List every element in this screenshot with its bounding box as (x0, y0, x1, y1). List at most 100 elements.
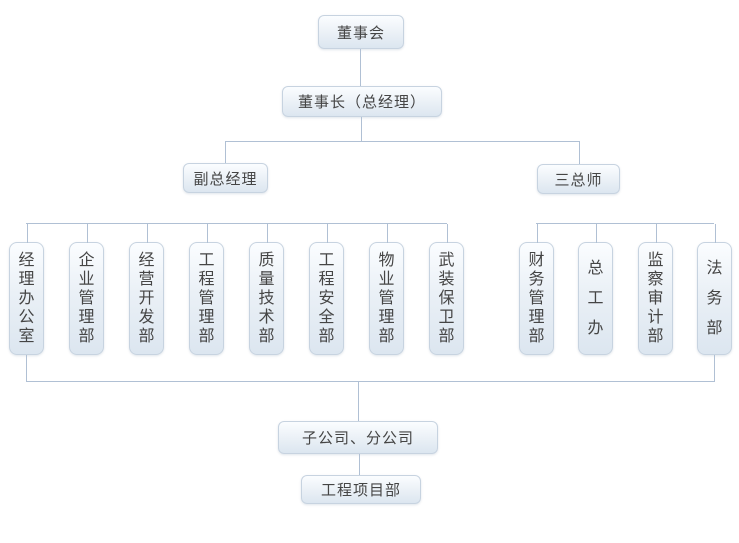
dept-label-char: 量 (258, 270, 275, 288)
dept-label-char: 务 (706, 289, 723, 307)
dept-label-char: 部 (318, 327, 335, 345)
dept-box: 工程管理部 (189, 224, 224, 355)
dept-label-char: 术 (258, 308, 275, 326)
node-chief-engineers-label: 三总师 (554, 171, 603, 189)
dept-label-char: 管 (528, 289, 545, 307)
dept-label-char: 管 (78, 289, 95, 307)
node-project-dept: 工程项目部 (301, 475, 421, 504)
connector-line (579, 141, 580, 164)
dept-label-char: 经 (138, 251, 155, 269)
connector-line (225, 141, 226, 163)
dept-label-char: 武 (438, 251, 455, 269)
dept-label-char: 财 (528, 251, 545, 269)
connector-line (207, 224, 208, 243)
dept-label-char: 工 (318, 251, 335, 269)
dept-label-char: 察 (647, 270, 664, 288)
dept-label-char: 公 (18, 308, 35, 326)
dept-label-char: 理 (528, 308, 545, 326)
dept-label-char: 业 (78, 270, 95, 288)
node-project-dept-label: 工程项目部 (320, 482, 401, 499)
dept-box: 物业管理部 (369, 224, 404, 355)
dept-label-char: 办 (18, 289, 35, 307)
connector-line (26, 355, 27, 382)
dept-label-char: 物 (378, 251, 395, 269)
dept-label-char: 企 (78, 251, 95, 269)
dept-label-char: 理 (78, 308, 95, 326)
dept-label-char: 管 (378, 289, 395, 307)
connector-line (387, 224, 388, 243)
dept-box: 法务部 (697, 224, 732, 355)
dept-label-char: 卫 (438, 308, 455, 326)
connector-line (27, 224, 28, 243)
dept-label-char: 经 (18, 251, 35, 269)
dept-label-char: 部 (258, 327, 275, 345)
dept-label-char: 理 (378, 308, 395, 326)
connector-line (327, 224, 328, 243)
node-board-label: 董事会 (336, 24, 385, 42)
dept-box: 监察审计部 (638, 224, 673, 355)
node-deputy-gm-label: 副总经理 (193, 170, 258, 188)
connector-line (147, 224, 148, 243)
dept-label-char: 安 (318, 289, 335, 307)
dept-label-char: 发 (138, 308, 155, 326)
dept-label-char: 监 (647, 251, 664, 269)
dept-label-char: 业 (378, 270, 395, 288)
dept-box: 工程安全部 (309, 224, 344, 355)
connector-line (87, 224, 88, 243)
connector-line (361, 117, 362, 141)
dept-label-char: 工 (587, 289, 604, 307)
connector-line (225, 141, 580, 142)
dept-label-char: 计 (647, 308, 664, 326)
dept-label-char: 全 (318, 308, 335, 326)
dept-box: 经营开发部 (129, 224, 164, 355)
node-subsidiaries: 子公司、分公司 (278, 421, 438, 454)
node-deputy-gm: 副总经理 (183, 163, 268, 193)
dept-box: 武装保卫部 (429, 224, 464, 355)
connector-line (358, 381, 359, 421)
connector-line (714, 355, 715, 382)
connector-line (360, 49, 361, 86)
node-board: 董事会 (318, 15, 404, 49)
dept-label-char: 理 (18, 270, 35, 288)
connector-line (447, 224, 448, 243)
dept-label-char: 质 (258, 251, 275, 269)
dept-label-char: 工 (198, 251, 215, 269)
dept-label-char: 部 (138, 327, 155, 345)
dept-label-char: 程 (318, 270, 335, 288)
dept-label-char: 营 (138, 270, 155, 288)
dept-label-char: 部 (647, 327, 664, 345)
dept-label-char: 开 (138, 289, 155, 307)
node-chief-engineers: 三总师 (537, 164, 620, 194)
dept-label-char: 室 (18, 327, 35, 345)
connector-line (715, 224, 716, 243)
dept-label-char: 务 (528, 270, 545, 288)
dept-label-char: 理 (198, 308, 215, 326)
connector-line (26, 381, 715, 382)
connector-line (267, 224, 268, 243)
dept-label-char: 保 (438, 289, 455, 307)
dept-box: 财务管理部 (519, 224, 554, 355)
dept-label-char: 审 (647, 289, 664, 307)
dept-box: 质量技术部 (249, 224, 284, 355)
connector-line (536, 223, 714, 224)
dept-label-char: 程 (198, 270, 215, 288)
dept-label-char: 部 (438, 327, 455, 345)
dept-label-char: 部 (528, 327, 545, 345)
dept-label-char: 总 (587, 259, 604, 277)
node-chairman: 董事长（总经理） (282, 86, 442, 117)
node-subsidiaries-label: 子公司、分公司 (301, 430, 414, 447)
connector-line (26, 223, 447, 224)
dept-box: 企业管理部 (69, 224, 104, 355)
dept-label-char: 部 (706, 319, 723, 337)
dept-label-char: 办 (587, 319, 604, 337)
dept-label-char: 部 (78, 327, 95, 345)
dept-box: 经理办公室 (9, 224, 44, 355)
connector-line (359, 454, 360, 475)
dept-label-char: 法 (706, 259, 723, 277)
dept-box: 总工办 (578, 224, 613, 355)
connector-line (656, 224, 657, 243)
dept-label-char: 技 (258, 289, 275, 307)
dept-label-char: 部 (378, 327, 395, 345)
dept-label-char: 装 (438, 270, 455, 288)
